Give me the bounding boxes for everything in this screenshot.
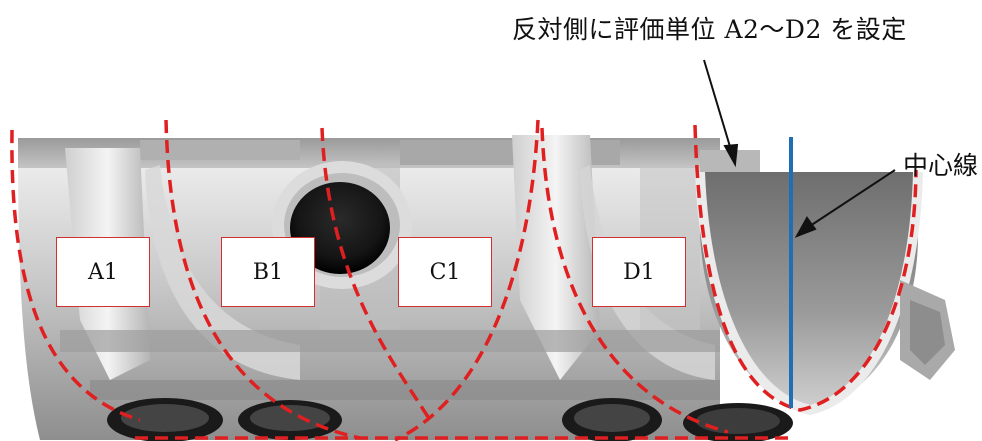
boundary-line-1 (10, 129, 141, 422)
boundary-line-4 (394, 119, 540, 441)
arrowhead-center-line (794, 216, 817, 238)
cut-section (695, 150, 955, 416)
center-line-annotation: 中心線 (903, 151, 979, 180)
bottom-bosses (107, 398, 793, 441)
unit-boundaries (10, 119, 918, 441)
unit-label-c1: C1 (398, 237, 492, 307)
casting-body (18, 135, 720, 440)
boundary-line-5 (540, 127, 729, 434)
arrow-center-line (809, 169, 896, 227)
arrow-opposite-side (703, 59, 732, 151)
unit-label-b1: B1 (221, 237, 315, 307)
unit-label-a1: A1 (56, 237, 150, 307)
arrowhead-opposite-side (723, 143, 739, 168)
boundary-line-6 (693, 124, 918, 412)
boundary-line-2 (164, 119, 361, 440)
unit-label-d1: D1 (592, 237, 686, 307)
opposite-side-annotation: 反対側に評価単位 A2〜D2 を設定 (512, 15, 907, 44)
boundary-line-3 (320, 127, 432, 421)
annotation-arrows (703, 59, 896, 238)
